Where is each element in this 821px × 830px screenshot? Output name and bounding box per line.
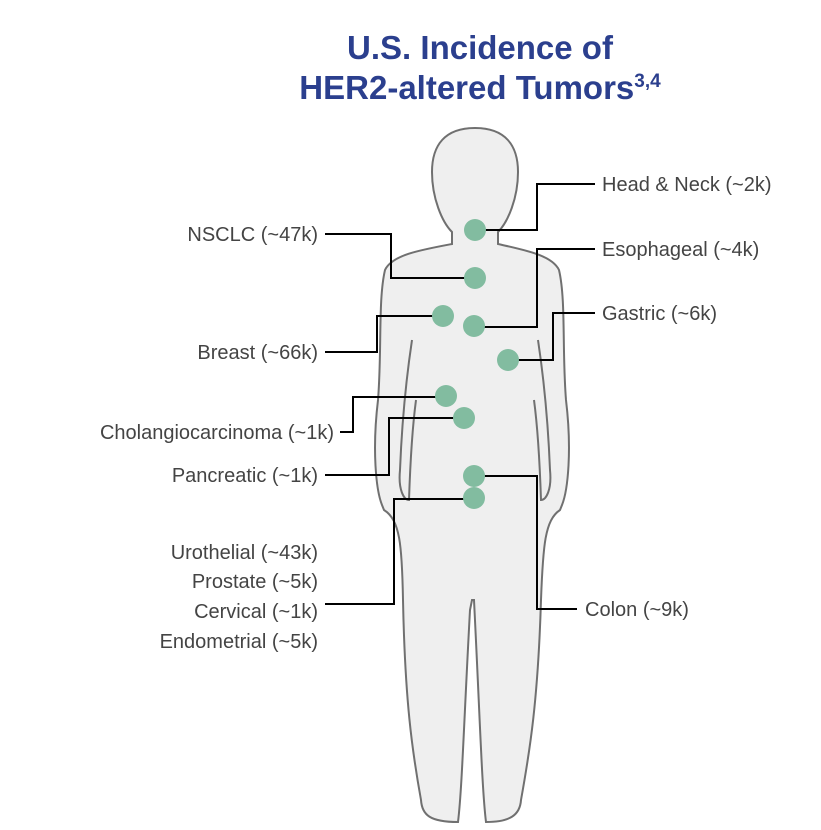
label-head-neck: Head & Neck (~2k)	[602, 174, 772, 196]
marker-urothelial-group	[463, 487, 485, 509]
label-urothelial: Urothelial (~43k)	[171, 542, 318, 564]
marker-pancreatic	[453, 407, 475, 429]
label-cholangiocarcinoma: Cholangiocarcinoma (~1k)	[100, 422, 334, 444]
label-nsclc: NSCLC (~47k)	[187, 224, 318, 246]
label-breast: Breast (~66k)	[197, 342, 318, 364]
label-endometrial: Endometrial (~5k)	[160, 631, 318, 653]
label-gastric: Gastric (~6k)	[602, 303, 717, 325]
label-esophageal: Esophageal (~4k)	[602, 239, 759, 261]
marker-breast	[432, 305, 454, 327]
label-prostate: Prostate (~5k)	[192, 571, 318, 593]
label-cervical: Cervical (~1k)	[194, 601, 318, 623]
marker-nsclc	[464, 267, 486, 289]
label-pancreatic: Pancreatic (~1k)	[172, 465, 318, 487]
label-colon: Colon (~9k)	[585, 599, 689, 621]
marker-head-neck	[464, 219, 486, 241]
marker-esophageal	[463, 315, 485, 337]
marker-colon	[463, 465, 485, 487]
marker-cholangiocarcinoma	[435, 385, 457, 407]
marker-gastric	[497, 349, 519, 371]
